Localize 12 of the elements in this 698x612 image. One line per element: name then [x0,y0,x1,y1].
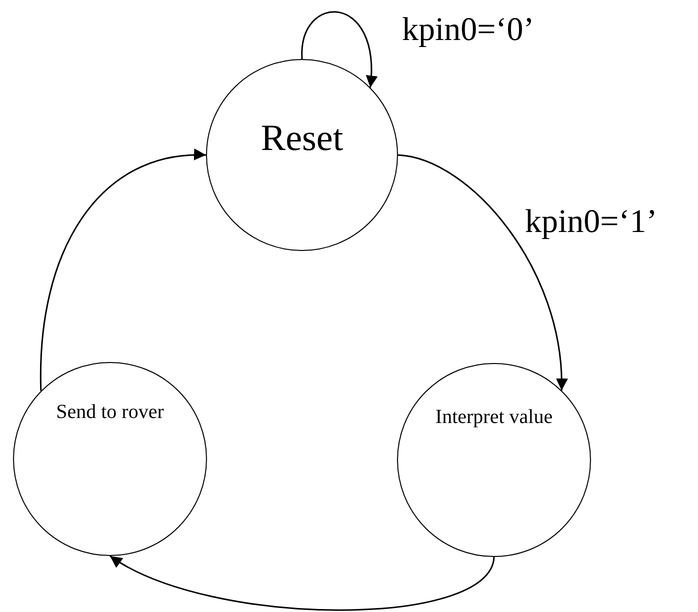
state-name: Reset [260,118,344,161]
edge-label: kpin0=‘1’ [525,206,658,239]
transition-arrow [398,154,568,390]
state-circle [13,362,207,556]
edge-label: kpin0=‘0’ [402,14,534,47]
state-circle [397,363,591,557]
state-name: Send to rover [55,401,165,424]
transition-arrow [40,149,206,391]
state-circle [206,59,398,251]
state-name: Interpret value [434,406,554,429]
transition-arrow [301,11,377,88]
transition-arrow [110,555,495,611]
